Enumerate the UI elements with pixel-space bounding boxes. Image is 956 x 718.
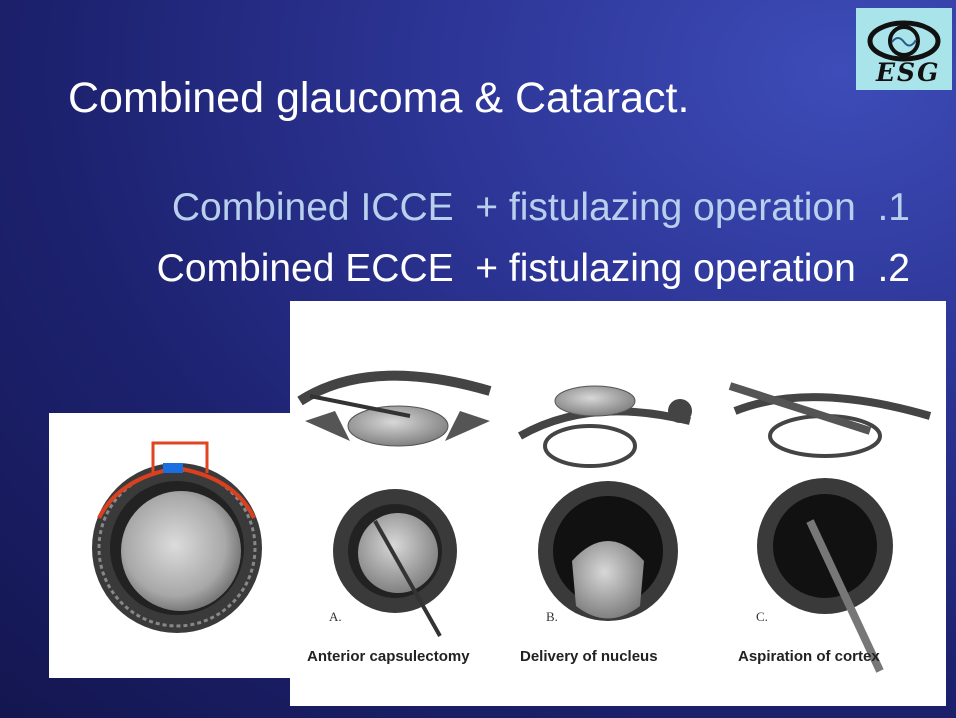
caption-aspiration-of-cortex: Aspiration of cortex	[738, 648, 880, 665]
esg-logo: ESG	[856, 8, 952, 90]
caption-anterior-capsulectomy: Anterior capsulectomy	[307, 648, 470, 665]
logo-text: ESG	[876, 58, 940, 87]
front-view-c	[757, 478, 893, 671]
step-letter-c: C.	[756, 609, 768, 625]
front-view-a	[333, 489, 457, 636]
front-view-b	[538, 481, 678, 621]
bullet-ecce: Combined ECCE + fistulazing operation .2	[157, 247, 910, 291]
caption-delivery-of-nucleus: Delivery of nucleus	[520, 648, 658, 665]
cross-section-a	[300, 376, 490, 446]
bullet-icce: Combined ICCE + fistulazing operation .1	[172, 186, 910, 230]
step-letter-a: A.	[329, 609, 342, 625]
slide-title: Combined glaucoma & Cataract.	[68, 74, 689, 123]
step-letter-b: B.	[546, 609, 558, 625]
cross-section-c	[730, 386, 930, 456]
cross-section-b	[520, 386, 692, 466]
trabeculectomy-illustration	[49, 413, 297, 678]
ecce-steps-illustration	[290, 301, 946, 706]
